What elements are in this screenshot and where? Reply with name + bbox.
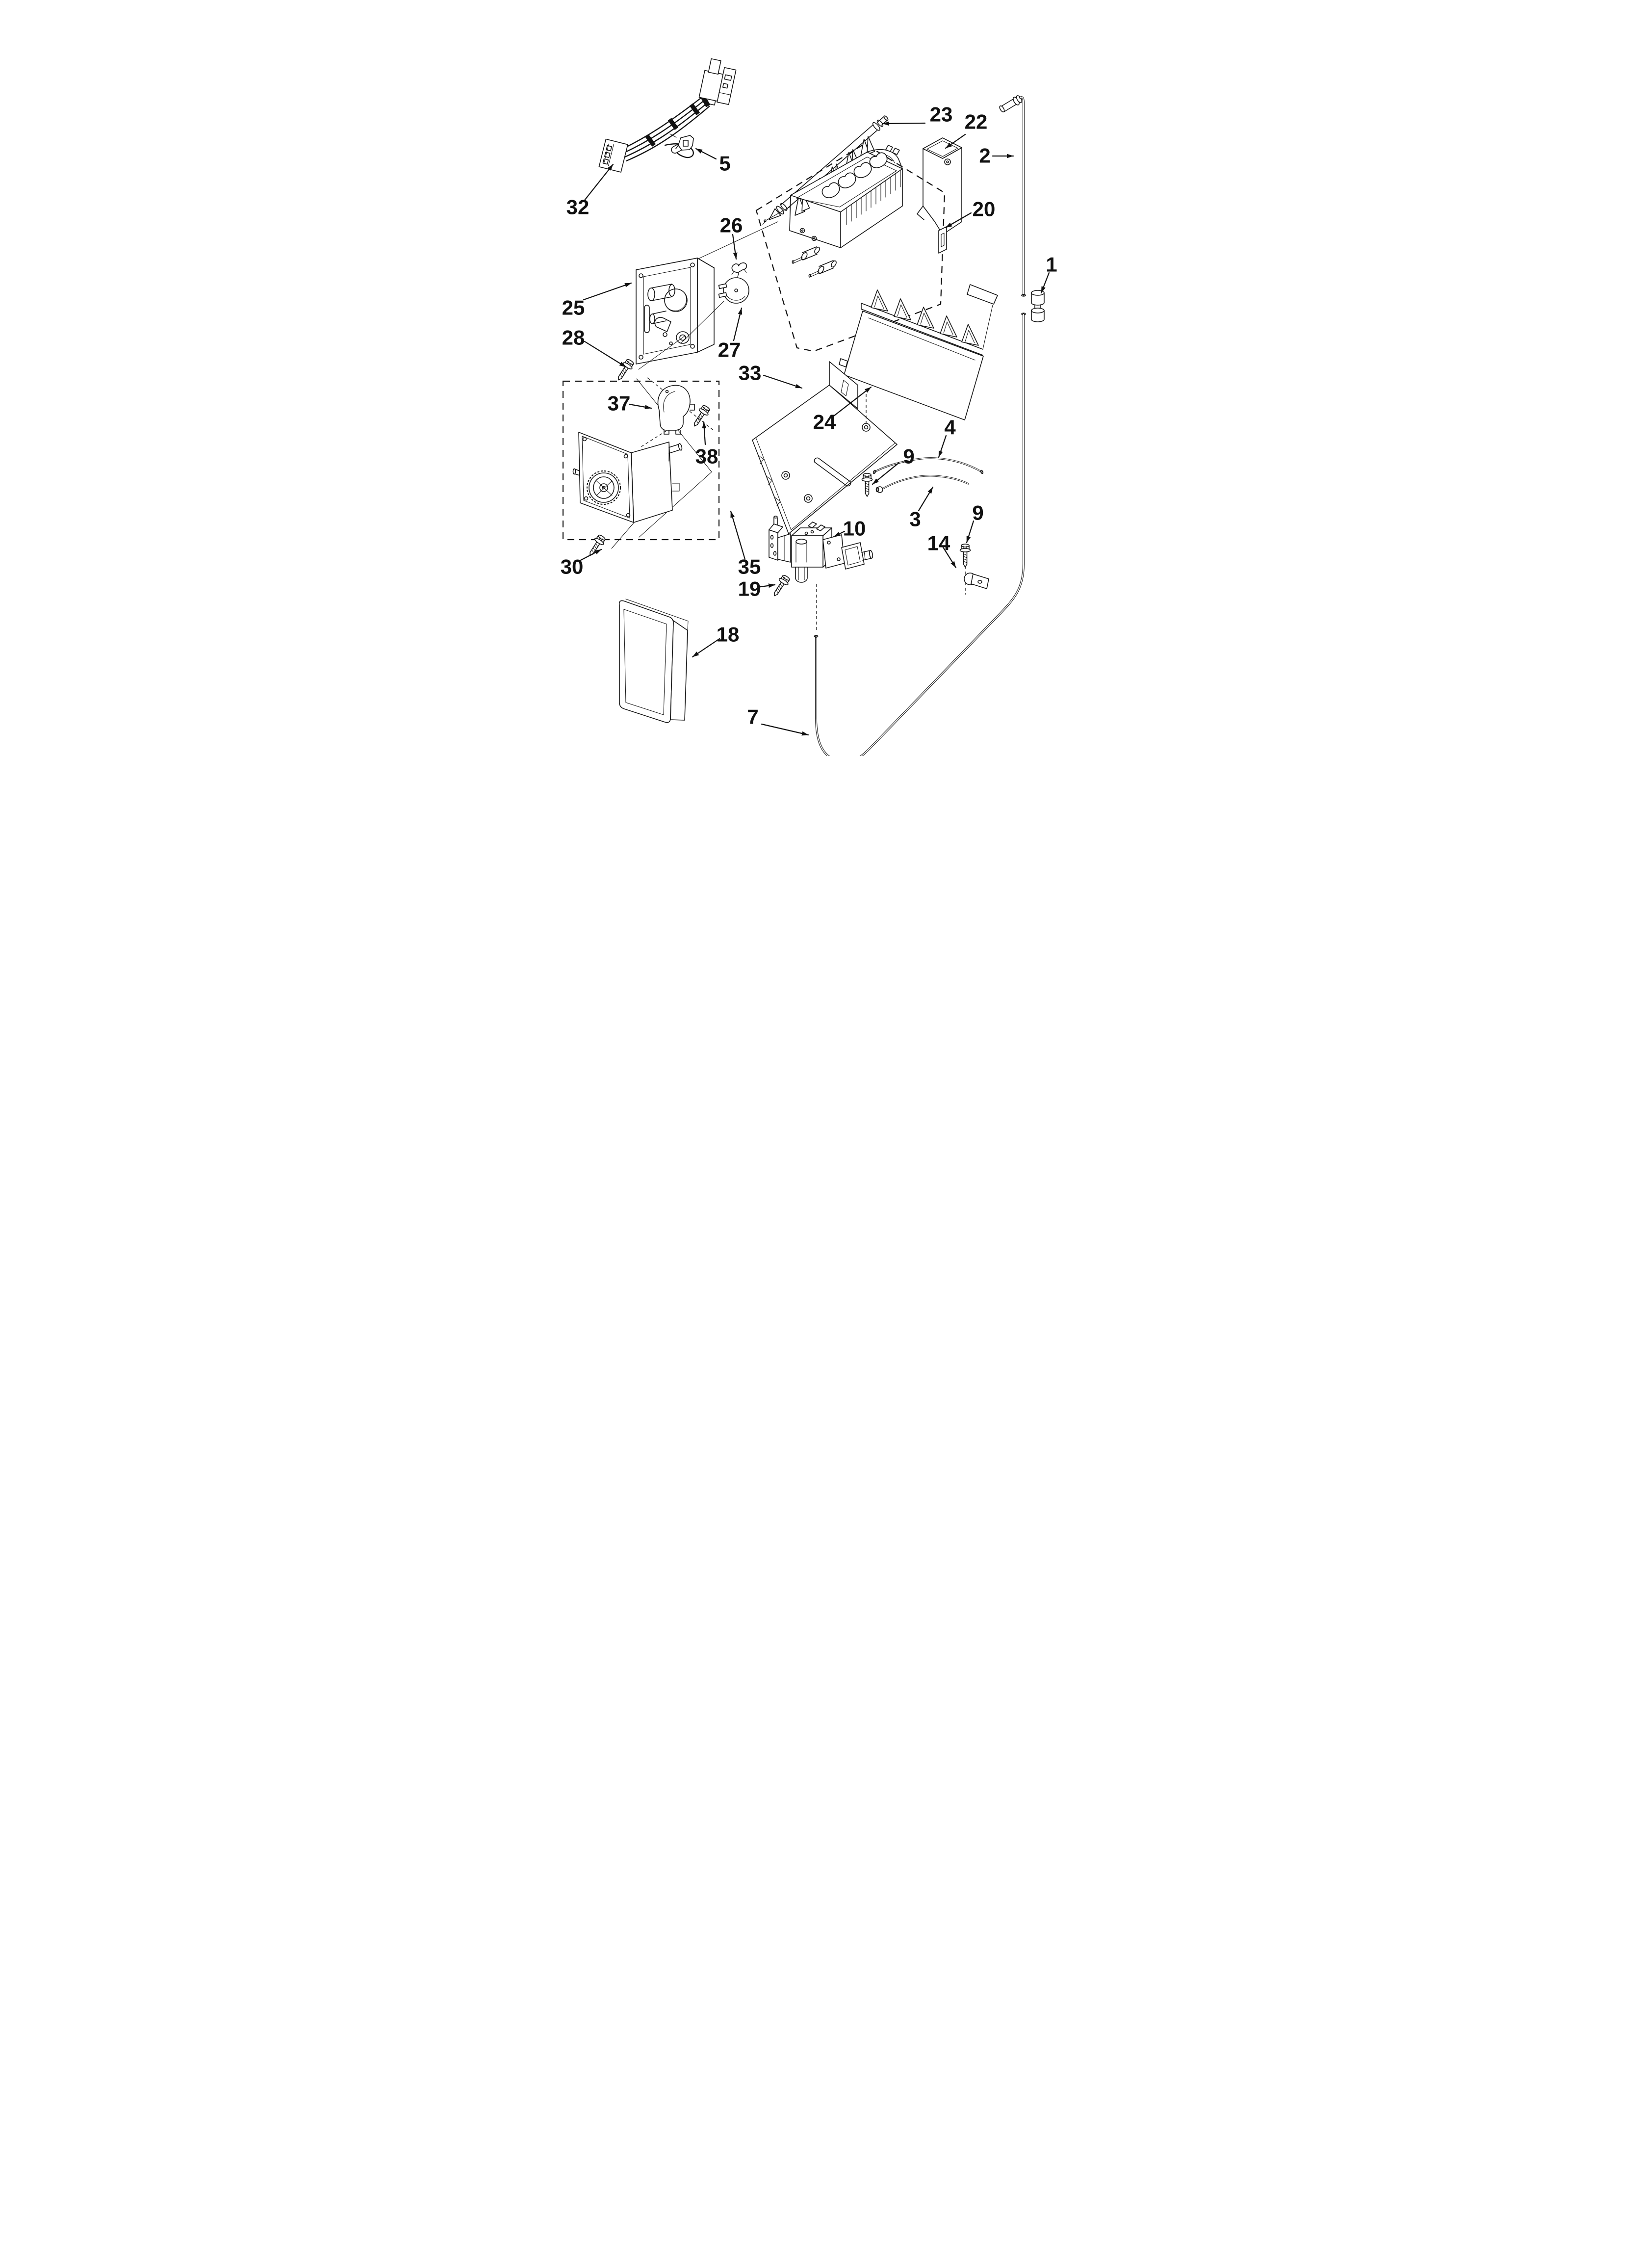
callout-33: 33 xyxy=(739,362,762,385)
callout-18: 18 xyxy=(717,623,740,646)
callout-4: 4 xyxy=(944,416,956,439)
fill-tube-upper xyxy=(999,95,1026,297)
callout-1: 1 xyxy=(1046,253,1057,276)
shelf-screw-drawing xyxy=(861,473,873,497)
callout-38: 38 xyxy=(695,445,718,468)
callout-14: 14 xyxy=(927,532,950,555)
callout-9b-arrow xyxy=(966,520,975,544)
callout-27: 27 xyxy=(718,339,741,362)
callout-2: 2 xyxy=(979,144,990,167)
tube-3-drawing xyxy=(875,475,969,493)
callout-7-arrow xyxy=(761,723,809,736)
callout-18-arrow xyxy=(692,638,720,658)
tube-coupler xyxy=(1031,290,1045,322)
thermostat-clip-drawing xyxy=(731,262,747,277)
callout-35-arrow xyxy=(730,510,746,560)
callout-25-arrow xyxy=(583,282,632,301)
callout-20: 20 xyxy=(973,198,996,221)
harness-connector-left xyxy=(598,138,628,173)
callout-10-arrow xyxy=(833,530,846,538)
callout-30-arrow xyxy=(578,548,602,562)
callout-9a-arrow xyxy=(872,462,899,485)
callout-10: 10 xyxy=(843,517,866,540)
callout-3-arrow xyxy=(918,486,934,512)
wiring-harness-drawing xyxy=(598,58,737,173)
callout-4-arrow xyxy=(938,435,947,458)
callout-5: 5 xyxy=(719,152,730,175)
callout-23: 23 xyxy=(930,103,953,126)
callout-26: 26 xyxy=(720,214,743,237)
callout-labels: 32 5 23 22 2 20 1 26 25 28 27 33 9 4 3 9… xyxy=(561,103,1057,729)
callout-26-arrow xyxy=(732,234,738,260)
callout-9b: 9 xyxy=(972,501,983,524)
callout-28: 28 xyxy=(562,326,585,349)
mold-mounting-pins xyxy=(792,246,837,278)
callout-24-arrow xyxy=(831,386,872,418)
callout-5-arrow xyxy=(695,148,717,160)
callout-35: 35 xyxy=(738,555,761,578)
drive-module-dashed-box xyxy=(562,380,720,541)
callout-19: 19 xyxy=(738,577,761,600)
gearbox-screw-drawing xyxy=(585,533,608,559)
gearbox-drawing xyxy=(572,432,683,523)
control-module-drawing xyxy=(636,221,778,431)
callout-arrows xyxy=(578,121,1050,736)
callout-37: 37 xyxy=(608,392,631,415)
callout-30: 30 xyxy=(561,555,584,578)
harness-clip-drawing xyxy=(669,133,694,151)
harness-connector-right xyxy=(698,58,737,105)
shelf-bracket-drawing xyxy=(752,361,898,534)
fill-tube-lower xyxy=(814,313,1026,756)
callout-27-arrow xyxy=(733,307,743,341)
ice-mold-drawing xyxy=(762,145,903,278)
motor-screw-drawing xyxy=(690,403,712,430)
callout-33-arrow xyxy=(763,374,803,389)
clamp-screw-drawing xyxy=(959,544,971,568)
callout-32-arrow xyxy=(584,163,614,201)
gearbox-screw-axis xyxy=(611,522,634,549)
thermostat-drawing xyxy=(718,272,749,304)
callout-22-arrow xyxy=(945,133,966,149)
tube-4-drawing xyxy=(872,457,984,474)
parts-diagram-canvas: 32 5 23 22 2 20 1 26 25 28 27 33 9 4 3 9… xyxy=(561,58,1057,756)
callout-3: 3 xyxy=(909,508,921,531)
water-valve-drawing xyxy=(769,516,873,631)
ice-stripper-drawing xyxy=(839,284,998,420)
callout-1-arrow xyxy=(1040,272,1050,294)
callout-9a: 9 xyxy=(903,445,914,468)
callout-20-arrow xyxy=(945,212,972,229)
callout-14-arrow xyxy=(942,546,957,569)
callout-22: 22 xyxy=(965,110,988,133)
callout-32: 32 xyxy=(566,196,590,219)
valve-screw-drawing xyxy=(770,573,792,600)
tube-clamp-drawing xyxy=(964,566,989,595)
callout-38-arrow xyxy=(702,421,707,445)
cover-drawing xyxy=(618,599,689,723)
callout-28-arrow xyxy=(584,340,627,368)
callout-19-arrow xyxy=(756,583,776,588)
drive-motor-drawing xyxy=(640,385,695,448)
callout-24: 24 xyxy=(813,411,836,434)
parts-diagram-page: 32 5 23 22 2 20 1 26 25 28 27 33 9 4 3 9… xyxy=(547,0,1095,756)
callout-37-arrow xyxy=(628,403,652,410)
callout-23-arrow xyxy=(882,121,926,126)
callout-25: 25 xyxy=(562,296,585,319)
icemaker-assembly-dashed-box xyxy=(755,143,946,352)
shutoff-arm-bracket-drawing xyxy=(917,137,962,254)
callout-7: 7 xyxy=(747,705,758,729)
